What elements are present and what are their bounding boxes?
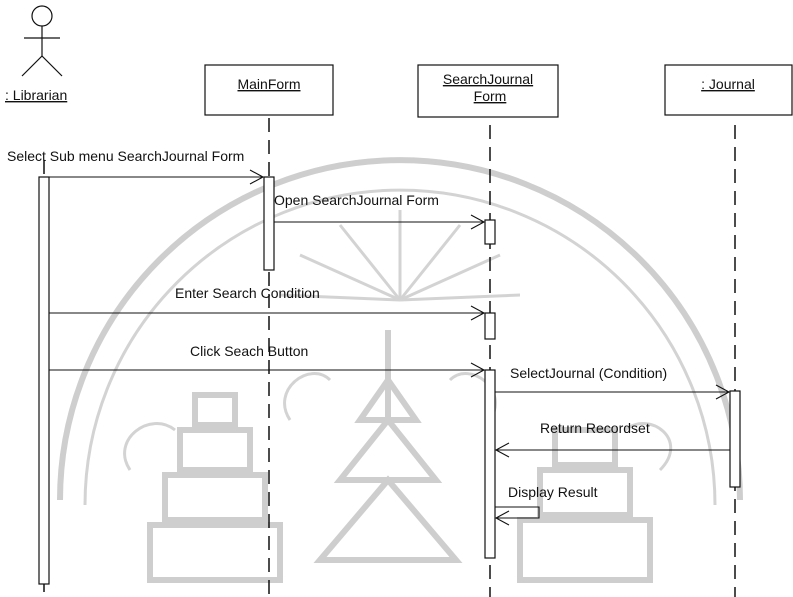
message-arrow-enter-condition	[49, 305, 486, 321]
message-label-select-journal: SelectJournal (Condition)	[510, 365, 667, 381]
journal-object: : Journal	[664, 64, 793, 116]
message-label-return-recordset: Return Recordset	[540, 420, 650, 436]
watermark-right-stupa	[517, 427, 653, 583]
message-arrow-open-form	[274, 214, 486, 230]
librarian-activation	[38, 176, 50, 585]
message-label-click-search: Click Seach Button	[190, 343, 308, 359]
message-arrow-select-submenu	[49, 169, 265, 185]
mainform-label: MainForm	[237, 76, 300, 92]
message-label-open-form: Open SearchJournal Form	[274, 192, 439, 208]
watermark-center-stupa	[313, 330, 463, 563]
librarian-label: : Librarian	[5, 87, 67, 103]
message-arrow-display-result	[494, 506, 540, 526]
searchjournalform-object: SearchJournal Form	[417, 64, 559, 118]
message-arrow-select-journal	[495, 384, 731, 400]
message-label-enter-condition: Enter Search Condition	[175, 285, 320, 301]
searchjournalform-activation-1	[484, 219, 496, 245]
message-arrow-return-recordset	[494, 442, 730, 458]
mainform-object: MainForm	[204, 64, 334, 116]
watermark-left-stupa	[147, 392, 283, 583]
stick-figure-icon	[21, 5, 63, 77]
watermark-sunburst	[279, 210, 521, 302]
searchjournalform-activation-3	[484, 369, 496, 559]
message-arrow-click-search	[49, 362, 486, 378]
message-label-display-result: Display Result	[508, 484, 598, 500]
journal-activation	[729, 390, 741, 488]
librarian-actor: : Librarian	[5, 5, 67, 103]
mainform-activation	[263, 176, 275, 271]
background-watermark	[57, 157, 743, 583]
journal-label: : Journal	[701, 76, 755, 92]
searchjournalform-label-line2: Form	[474, 88, 507, 104]
searchjournalform-label-line1: SearchJournal	[443, 71, 533, 87]
searchjournalform-activation-2	[484, 312, 496, 340]
message-label-select-submenu: Select Sub menu SearchJournal Form	[7, 148, 244, 164]
